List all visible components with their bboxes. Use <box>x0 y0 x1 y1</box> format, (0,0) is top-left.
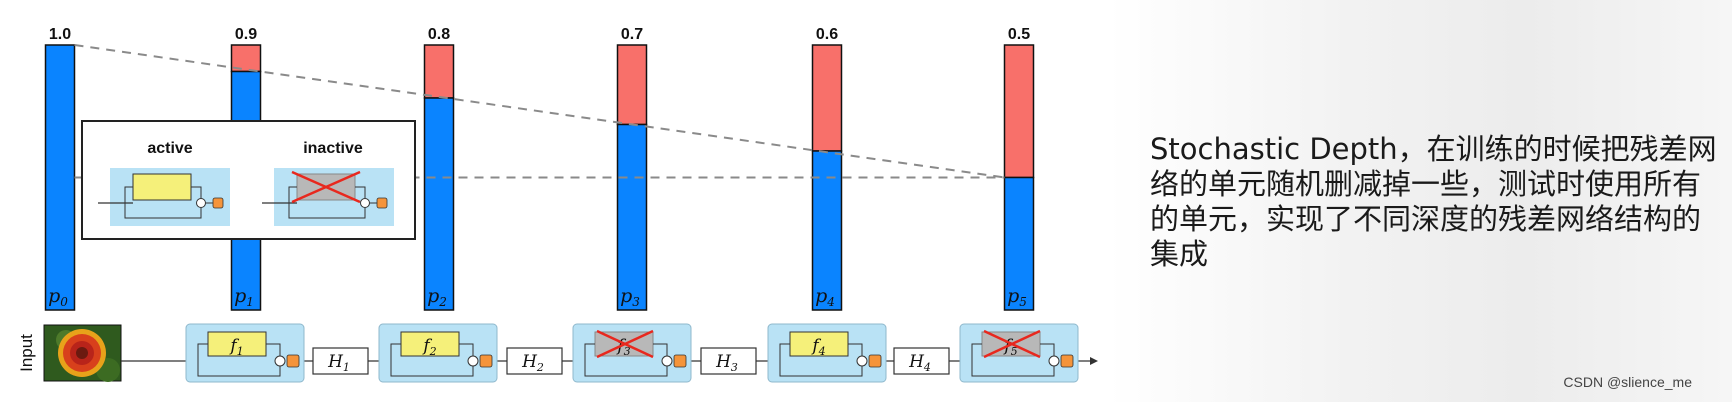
csdn-watermark: CSDN @slience_me <box>1563 374 1692 390</box>
residual-block-5: f5 <box>959 323 1079 383</box>
bar-survive-segment <box>616 123 648 311</box>
hidden-state-1: H1 <box>312 347 369 375</box>
dropped-cross <box>596 329 654 359</box>
residual-function-label: f1 <box>228 336 243 358</box>
sum-node <box>274 355 286 367</box>
residual-function-label: f2 <box>421 336 436 358</box>
input-label: Input <box>17 334 36 372</box>
hidden-state-3: H3 <box>700 347 757 375</box>
hidden-state-label: H3 <box>715 352 738 374</box>
input-image-flower <box>43 324 122 382</box>
hidden-state-label: H1 <box>327 352 350 374</box>
legend-inactive-title: inactive <box>303 140 363 157</box>
hidden-state-label: H4 <box>908 352 931 374</box>
bar-category-label: p5 <box>1007 285 1027 309</box>
bar-drop-segment <box>811 44 843 152</box>
activation-node <box>479 354 493 368</box>
legend-box: active inactive <box>81 120 416 240</box>
bar-value-label: 0.7 <box>621 26 643 43</box>
bar-category-label: p0 <box>48 285 68 309</box>
trend-line-decline <box>74 44 1005 179</box>
activation-node <box>1060 354 1074 368</box>
sum-node <box>1048 355 1060 367</box>
bar-p5: 0.5 p5 <box>1003 26 1035 311</box>
bar-drop-segment <box>423 44 455 99</box>
hidden-state-label: H2 <box>521 352 544 374</box>
bar-p0: 1.0 p0 <box>44 26 76 311</box>
residual-block-2: f2 <box>378 323 498 383</box>
bar-category-label: p3 <box>620 285 640 309</box>
hidden-state-2: H2 <box>506 347 563 375</box>
bar-p3: 0.7 p3 <box>616 26 648 311</box>
activation-node <box>868 354 882 368</box>
residual-block-4: f4 <box>767 323 887 383</box>
bar-p2: 0.8 p2 <box>423 26 455 311</box>
dropped-cross <box>983 329 1041 359</box>
residual-function-box <box>207 331 267 357</box>
bar-value-label: 0.6 <box>816 26 838 43</box>
sum-node <box>856 355 868 367</box>
sum-node <box>467 355 479 367</box>
sum-node <box>661 355 673 367</box>
trend-dashed-lines <box>74 44 1005 179</box>
bar-drop-segment <box>616 44 648 126</box>
legend-inactive-block <box>262 168 394 226</box>
bar-value-label: 0.8 <box>428 26 450 43</box>
activation-node <box>286 354 300 368</box>
bar-p4: 0.6 p4 <box>811 26 843 311</box>
legend-active-title: active <box>147 140 192 157</box>
bar-survive-segment <box>423 97 455 311</box>
residual-function-label: f4 <box>810 336 825 358</box>
residual-block-1: f1 <box>185 323 305 383</box>
bar-category-label: p1 <box>234 285 254 309</box>
resnet-pipeline: Input f1 f2 f3 f4 f5 H1 H2 H3 H4 <box>17 323 1098 383</box>
residual-block-3: f3 <box>572 323 692 383</box>
bar-drop-segment <box>1003 44 1035 179</box>
stochastic-depth-diagram: 1.0 p0 0.9 p1 0.8 p2 0.7 p3 0.6 p4 0.5 p5 active in… <box>17 26 1098 383</box>
bar-category-label: p4 <box>815 285 835 309</box>
description-text: Stochastic Depth，在训练的时候把残差网络的单元随机删减掉一些，测… <box>1150 132 1717 271</box>
bar-value-label: 0.5 <box>1008 26 1030 43</box>
bar-survive-segment <box>44 44 76 311</box>
bar-value-label: 0.9 <box>235 26 257 43</box>
bar-category-label: p2 <box>427 285 447 309</box>
activation-node <box>673 354 687 368</box>
legend-active-block <box>98 168 230 226</box>
hidden-state-4: H4 <box>893 347 950 375</box>
bar-survive-segment <box>1003 176 1035 311</box>
pipeline-arrowhead <box>1090 357 1098 365</box>
bar-value-label: 1.0 <box>49 26 71 43</box>
